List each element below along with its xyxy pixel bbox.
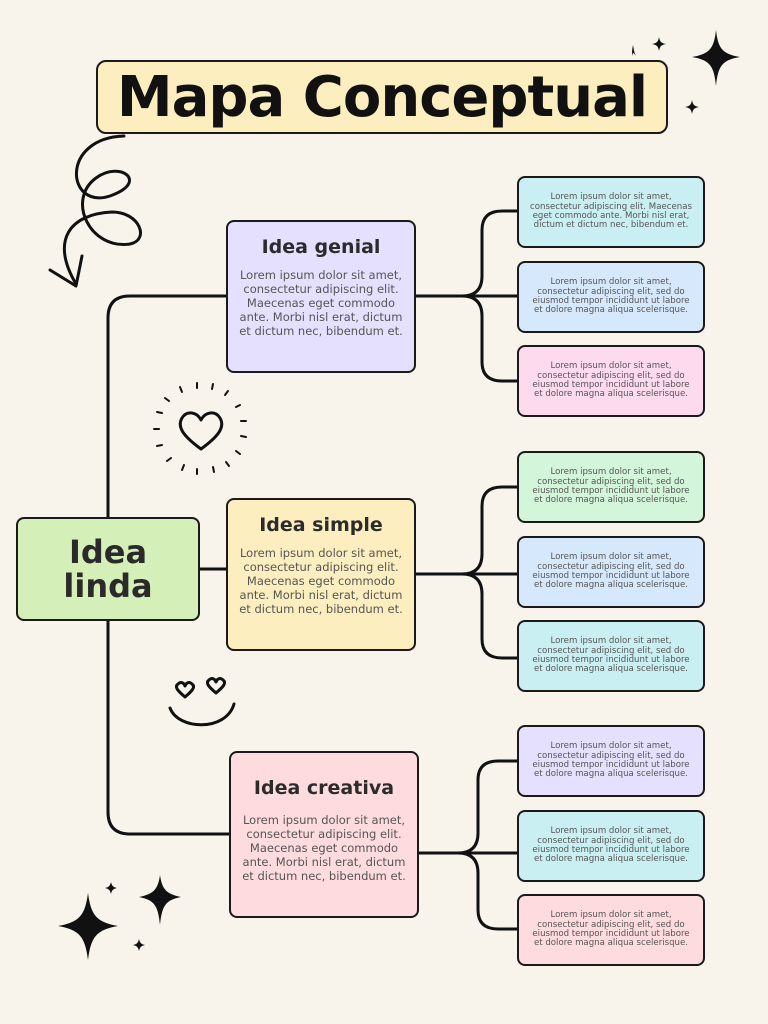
- branch-node-genial: Idea genial Lorem ipsum dolor sit amet, …: [226, 220, 416, 373]
- central-label-line1: Idea: [68, 533, 148, 571]
- leaf-text: Lorem ipsum dolor sit amet, consectetur …: [532, 741, 690, 780]
- branch-node-creativa: Idea creativa Lorem ipsum dolor sit amet…: [229, 751, 419, 918]
- leaf-text: Lorem ipsum dolor sit amet, consectetur …: [532, 361, 690, 400]
- branch-title: Idea genial: [261, 236, 381, 258]
- leaf-node: Lorem ipsum dolor sit amet, consectetur …: [517, 451, 705, 523]
- central-label: Idea linda: [63, 535, 152, 603]
- branch1-connector-3: [460, 294, 519, 383]
- central-label-line2: linda: [63, 567, 153, 605]
- sparkle-icon: [632, 30, 740, 114]
- leaf-node: Lorem ipsum dolor sit amet, consectetur …: [517, 725, 705, 797]
- heart-rays: [153, 382, 247, 475]
- branch1-connector: [414, 209, 519, 298]
- branch2-connector-3: [460, 572, 519, 660]
- curly-arrow-icon: [48, 134, 142, 288]
- page-title: Mapa Conceptual: [116, 64, 648, 130]
- branch-text: Lorem ipsum dolor sit amet, consectetur …: [242, 813, 406, 883]
- leaf-node: Lorem ipsum dolor sit amet, consectetur …: [517, 345, 705, 417]
- leaf-text: Lorem ipsum dolor sit amet, consectetur …: [532, 552, 690, 591]
- branch3-connector: [417, 759, 519, 855]
- leaf-node: Lorem ipsum dolor sit amet, consectetur …: [517, 176, 705, 248]
- central-node: Idea linda: [16, 517, 200, 621]
- title-banner: Mapa Conceptual: [96, 60, 668, 134]
- leaf-node: Lorem ipsum dolor sit amet, consectetur …: [517, 810, 705, 882]
- branch-text: Lorem ipsum dolor sit amet, consectetur …: [239, 546, 403, 616]
- leaf-text: Lorem ipsum dolor sit amet, consectetur …: [532, 636, 690, 675]
- leaf-text: Lorem ipsum dolor sit amet, consectetur …: [532, 277, 690, 316]
- leaf-node: Lorem ipsum dolor sit amet, consectetur …: [517, 894, 705, 966]
- leaf-node: Lorem ipsum dolor sit amet, consectetur …: [517, 536, 705, 608]
- branch-title: Idea simple: [259, 514, 383, 536]
- branch-node-simple: Idea simple Lorem ipsum dolor sit amet, …: [226, 498, 416, 651]
- leaf-text: Lorem ipsum dolor sit amet, consectetur …: [530, 192, 692, 231]
- branch2-connector: [414, 485, 519, 576]
- leaf-node: Lorem ipsum dolor sit amet, consectetur …: [517, 261, 705, 333]
- leaf-text: Lorem ipsum dolor sit amet, consectetur …: [532, 826, 690, 865]
- leaf-node: Lorem ipsum dolor sit amet, consectetur …: [517, 620, 705, 692]
- trunk-line: [106, 294, 228, 519]
- branch3-connector-3: [456, 851, 519, 931]
- leaf-text: Lorem ipsum dolor sit amet, consectetur …: [532, 467, 690, 506]
- leaf-text: Lorem ipsum dolor sit amet, consectetur …: [532, 910, 690, 949]
- trunk-line-bottom: [106, 619, 231, 836]
- branch-title: Idea creativa: [253, 777, 395, 799]
- branch-text: Lorem ipsum dolor sit amet, consectetur …: [239, 268, 403, 338]
- sparkle-icon-bottom: [58, 875, 181, 960]
- smiley-icon: [168, 677, 236, 727]
- heart-icon: [178, 411, 224, 451]
